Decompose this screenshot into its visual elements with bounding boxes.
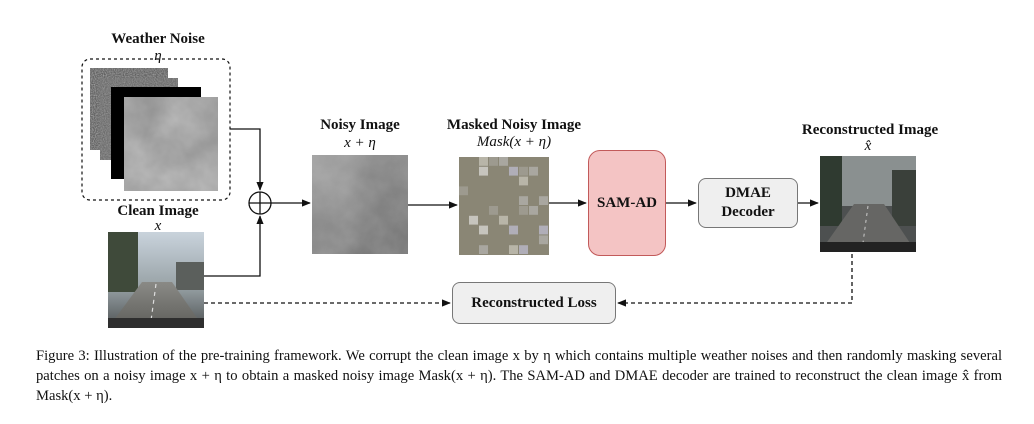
weather-noise-title: Weather Noise	[111, 31, 205, 47]
mask-patch	[539, 196, 548, 205]
weather-noise-stack	[81, 58, 231, 201]
mask-patch	[479, 157, 488, 166]
sum-node	[248, 191, 272, 215]
mask-patch	[509, 245, 518, 254]
dmae-decoder-line2: Decoder	[721, 204, 775, 220]
mask-patch	[509, 166, 518, 176]
mask-patch	[479, 245, 488, 254]
arrow-clean-to-sum	[204, 215, 264, 277]
arrow-noise-to-sum	[230, 128, 264, 191]
sam-ad-encoder-box: SAM-AD	[588, 150, 666, 256]
dmae-decoder-line1: DMAE	[725, 185, 771, 201]
mask-patch	[489, 157, 498, 166]
reconstructed-image-thumbnail	[820, 156, 916, 252]
mask-patch	[509, 225, 518, 235]
mask-patch	[499, 157, 508, 166]
reconstructed-image-symbol: x̂	[864, 138, 872, 154]
dmae-decoder-box: DMAE Decoder	[698, 178, 798, 228]
mask-patch	[519, 245, 528, 254]
clean-image-thumbnail	[108, 232, 204, 329]
masked-noisy-image-title: Masked Noisy Image	[446, 117, 582, 133]
figure-caption: Figure 3: Illustration of the pre-traini…	[36, 348, 1002, 404]
arrows	[204, 128, 853, 307]
noisy-image-title: Noisy Image	[320, 117, 400, 133]
clean-image-title: Clean Image	[117, 203, 199, 219]
masked-noisy-image-thumbnail	[459, 157, 549, 255]
mask-patch	[519, 206, 528, 215]
mask-patch	[529, 166, 538, 176]
sam-ad-label: SAM-AD	[597, 194, 657, 211]
mask-patch	[479, 225, 488, 235]
mask-patch	[539, 235, 548, 245]
masked-noisy-image-symbol: Mask(x + η)	[476, 134, 552, 150]
reconstructed-image-title: Reconstructed Image	[801, 122, 939, 138]
mask-patch	[529, 206, 538, 215]
mask-patch	[519, 176, 528, 186]
mask-patch	[469, 215, 478, 225]
mask-patch	[519, 196, 528, 205]
mask-patch	[459, 186, 468, 196]
mask-patch	[539, 225, 548, 235]
mask-patch	[479, 166, 488, 176]
arrow-reconstructed-to-loss	[617, 254, 853, 307]
mask-patch	[519, 166, 528, 176]
noisy-image-thumbnail	[312, 155, 408, 254]
weather-noise-symbol: η	[154, 48, 162, 64]
noisy-image-symbol: x + η	[344, 135, 376, 151]
dmae-decoder-label: DMAE Decoder	[721, 184, 774, 222]
mask-patch	[489, 206, 498, 215]
reconstructed-loss-label: Reconstructed Loss	[471, 294, 597, 311]
clean-image-symbol: x	[154, 218, 162, 234]
mask-patch	[499, 215, 508, 225]
reconstructed-loss-box: Reconstructed Loss	[452, 282, 616, 324]
